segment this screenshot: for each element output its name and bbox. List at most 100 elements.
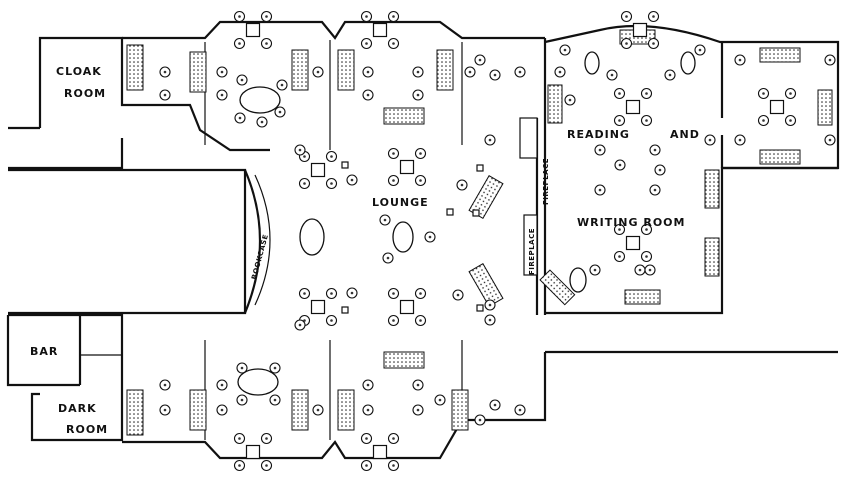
side-table <box>472 209 480 217</box>
chair-mark <box>618 119 621 122</box>
table-with-chairs <box>613 87 653 127</box>
chair-mark <box>653 148 657 152</box>
chair-mark <box>273 398 277 402</box>
chair-mark <box>698 48 702 52</box>
cloak-room-label-line2: ROOM <box>64 87 106 100</box>
sofa <box>291 389 309 431</box>
oval-table <box>680 51 696 75</box>
chair-mark <box>618 228 621 231</box>
side-table <box>446 208 454 216</box>
square-table <box>310 162 326 178</box>
chair-mark <box>438 398 442 402</box>
chair-mark <box>163 70 167 74</box>
oval-table <box>584 51 600 75</box>
chair-mark <box>618 255 621 258</box>
chair-mark <box>419 292 422 295</box>
chair-mark <box>653 188 657 192</box>
chair-mark <box>350 178 354 182</box>
chair-mark <box>645 255 648 258</box>
chair-mark <box>220 383 224 387</box>
chair-mark <box>598 188 602 192</box>
sofa <box>624 289 661 305</box>
sofa <box>126 389 144 436</box>
chair-mark <box>518 70 522 74</box>
chair-mark <box>392 464 395 467</box>
table-with-chairs <box>360 10 400 50</box>
square-table <box>632 22 648 38</box>
chair-mark <box>652 42 655 45</box>
chair-mark <box>645 119 648 122</box>
fireplace-label-lower: FIREPLACE <box>528 228 536 275</box>
chair-mark <box>625 15 628 18</box>
square-table <box>245 22 261 38</box>
oval-rug <box>392 221 414 253</box>
chair-mark <box>365 464 368 467</box>
chair-mark <box>386 256 390 260</box>
square-table <box>310 299 326 315</box>
chair-mark <box>625 42 628 45</box>
chair-mark <box>416 70 420 74</box>
chair-mark <box>828 138 832 142</box>
square-table <box>372 444 388 460</box>
sofas <box>126 29 833 436</box>
chair-mark <box>392 152 395 155</box>
chair-mark <box>365 15 368 18</box>
chair-mark <box>392 15 395 18</box>
chair-mark <box>668 73 672 77</box>
sofa <box>189 51 207 93</box>
square-table <box>245 444 261 460</box>
chair-mark <box>568 98 572 102</box>
table-with-chairs <box>387 287 427 327</box>
chair-mark <box>648 268 652 272</box>
square-table <box>769 99 785 115</box>
chair-mark <box>265 42 268 45</box>
chair-mark <box>645 228 648 231</box>
chair-mark <box>316 408 320 412</box>
chair-mark <box>392 437 395 440</box>
square-table <box>399 299 415 315</box>
single-chairs <box>159 44 836 426</box>
chair-mark <box>330 292 333 295</box>
fireplace-mantel <box>519 117 538 159</box>
chair-mark <box>392 319 395 322</box>
chair-mark <box>593 268 597 272</box>
and-label: AND <box>670 128 700 141</box>
chair-mark <box>416 93 420 97</box>
chair-mark <box>220 70 224 74</box>
chair-mark <box>303 155 306 158</box>
chair-mark <box>265 15 268 18</box>
chair-mark <box>738 58 742 62</box>
chair-mark <box>366 383 370 387</box>
oval-rug <box>299 218 325 256</box>
chair-mark <box>652 15 655 18</box>
sofa <box>436 49 454 91</box>
chair-mark <box>488 138 492 142</box>
sofa <box>189 389 207 431</box>
lounge-label: LOUNGE <box>372 196 429 209</box>
fireplace-label: FIREPLACE <box>542 158 550 205</box>
chair-mark <box>478 418 482 422</box>
chair-mark <box>298 148 302 152</box>
bookcase-label: BOOKCASE <box>250 233 270 280</box>
writing-room-label: WRITING ROOM <box>577 216 685 229</box>
chair-mark <box>456 293 460 297</box>
chair-mark <box>645 92 648 95</box>
chair-mark <box>330 155 333 158</box>
table-with-chairs <box>233 432 273 472</box>
sofa <box>383 107 425 125</box>
table-with-chairs <box>387 147 427 187</box>
sofa <box>704 169 720 209</box>
room-labels: CLOAK ROOM LOUNGE READING AND WRITING RO… <box>30 65 700 436</box>
table-with-chairs <box>757 87 797 127</box>
chair-mark <box>488 303 492 307</box>
chair-mark <box>163 383 167 387</box>
chair-mark <box>350 291 354 295</box>
chair-mark <box>708 138 712 142</box>
chair-mark <box>468 70 472 74</box>
chair-mark <box>366 70 370 74</box>
chair-mark <box>493 73 497 77</box>
bar-label: BAR <box>30 345 58 358</box>
table-with-chairs <box>298 150 338 190</box>
